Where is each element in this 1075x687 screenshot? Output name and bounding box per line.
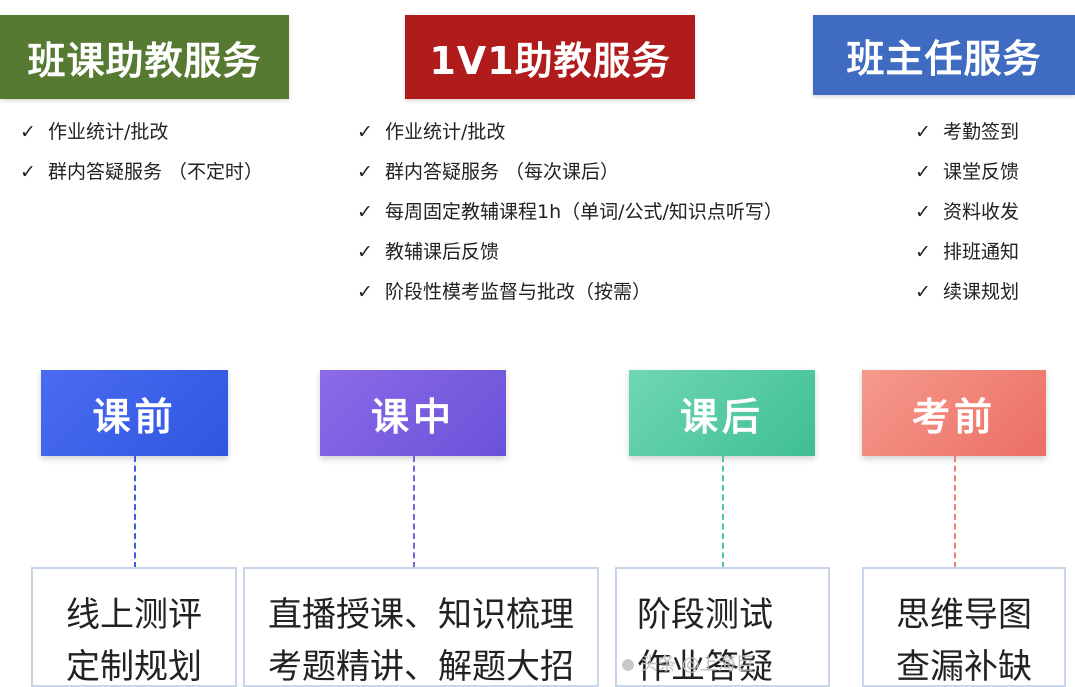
list-item-text: 阶段性模考监督与批改（按需） xyxy=(385,281,652,303)
stage-during-class: 课中 xyxy=(320,370,506,456)
watermark-logo-icon xyxy=(622,659,634,671)
check-icon: ✓ xyxy=(915,161,931,183)
check-icon: ✓ xyxy=(915,121,931,143)
content-line: 线上测评 xyxy=(66,595,202,635)
watermark: 头条 @上海巨 xyxy=(622,650,754,676)
one-on-one-ta-service-header: 1V1助教服务 xyxy=(405,15,695,99)
list-item: ✓ 群内答疑服务 （每次课后） xyxy=(357,152,783,192)
check-icon: ✓ xyxy=(20,121,36,143)
list-item: ✓ 作业统计/批改 xyxy=(357,112,783,152)
content-line: 直播授课、知识梳理 xyxy=(268,595,574,635)
one-on-one-ta-service-list: ✓ 作业统计/批改 ✓ 群内答疑服务 （每次课后） ✓ 每周固定教辅课程1h（单词/公… xyxy=(357,112,783,312)
list-item: ✓ 课堂反馈 xyxy=(915,152,1019,192)
check-icon: ✓ xyxy=(357,161,373,183)
list-item: ✓ 阶段性模考监督与批改（按需） xyxy=(357,272,783,312)
stage-before-exam-content: 思维导图 查漏补缺 xyxy=(862,567,1066,687)
stage-after-class: 课后 xyxy=(629,370,815,456)
content-line: 阶段测试 xyxy=(637,595,773,635)
dashed-connector xyxy=(413,456,415,568)
list-item-text: 课堂反馈 xyxy=(943,161,1020,183)
class-ta-service-header: 班课助教服务 xyxy=(0,15,289,99)
list-item: ✓ 资料收发 xyxy=(915,192,1019,232)
content-line: 思维导图 xyxy=(896,595,1032,635)
list-item: ✓ 群内答疑服务 （不定时） xyxy=(20,152,263,192)
list-item-text: 每周固定教辅课程1h（单词/公式/知识点听写） xyxy=(385,201,783,223)
list-item: ✓ 作业统计/批改 xyxy=(20,112,263,152)
list-item-text: 教辅课后反馈 xyxy=(385,241,500,263)
dashed-connector xyxy=(954,456,956,568)
list-item-text: 作业统计/批改 xyxy=(385,121,506,143)
list-item-text: 资料收发 xyxy=(943,201,1020,223)
content-line: 定制规划 xyxy=(66,647,202,687)
list-item-text: 排班通知 xyxy=(943,241,1020,263)
list-item-text: 考勤签到 xyxy=(943,121,1020,143)
dashed-connector xyxy=(134,456,136,568)
check-icon: ✓ xyxy=(357,281,373,303)
check-icon: ✓ xyxy=(915,281,931,303)
list-item: ✓ 教辅课后反馈 xyxy=(357,232,783,272)
check-icon: ✓ xyxy=(357,201,373,223)
list-item: ✓ 每周固定教辅课程1h（单词/公式/知识点听写） xyxy=(357,192,783,232)
homeroom-service-header: 班主任服务 xyxy=(813,15,1075,95)
stage-before-class-content: 线上测评 定制规划 xyxy=(31,567,237,687)
check-icon: ✓ xyxy=(915,241,931,263)
list-item: ✓ 续课规划 xyxy=(915,272,1019,312)
stage-before-exam: 考前 xyxy=(862,370,1046,456)
homeroom-service-list: ✓ 考勤签到 ✓ 课堂反馈 ✓ 资料收发 ✓ 排班通知 ✓ 续课规划 xyxy=(915,112,1019,312)
check-icon: ✓ xyxy=(357,241,373,263)
class-ta-service-list: ✓ 作业统计/批改 ✓ 群内答疑服务 （不定时） xyxy=(20,112,263,192)
content-line: 查漏补缺 xyxy=(896,647,1032,687)
stage-during-class-content: 直播授课、知识梳理 考题精讲、解题大招 xyxy=(243,567,599,687)
dashed-connector xyxy=(722,456,724,568)
check-icon: ✓ xyxy=(20,161,36,183)
check-icon: ✓ xyxy=(357,121,373,143)
list-item-text: 群内答疑服务 （不定时） xyxy=(48,161,264,183)
content-line: 考题精讲、解题大招 xyxy=(268,647,574,687)
list-item-text: 群内答疑服务 （每次课后） xyxy=(385,161,620,183)
watermark-text: 头条 @上海巨 xyxy=(640,654,754,675)
list-item: ✓ 排班通知 xyxy=(915,232,1019,272)
list-item-text: 续课规划 xyxy=(943,281,1020,303)
list-item-text: 作业统计/批改 xyxy=(48,121,169,143)
stage-before-class: 课前 xyxy=(41,370,228,456)
list-item: ✓ 考勤签到 xyxy=(915,112,1019,152)
check-icon: ✓ xyxy=(915,201,931,223)
